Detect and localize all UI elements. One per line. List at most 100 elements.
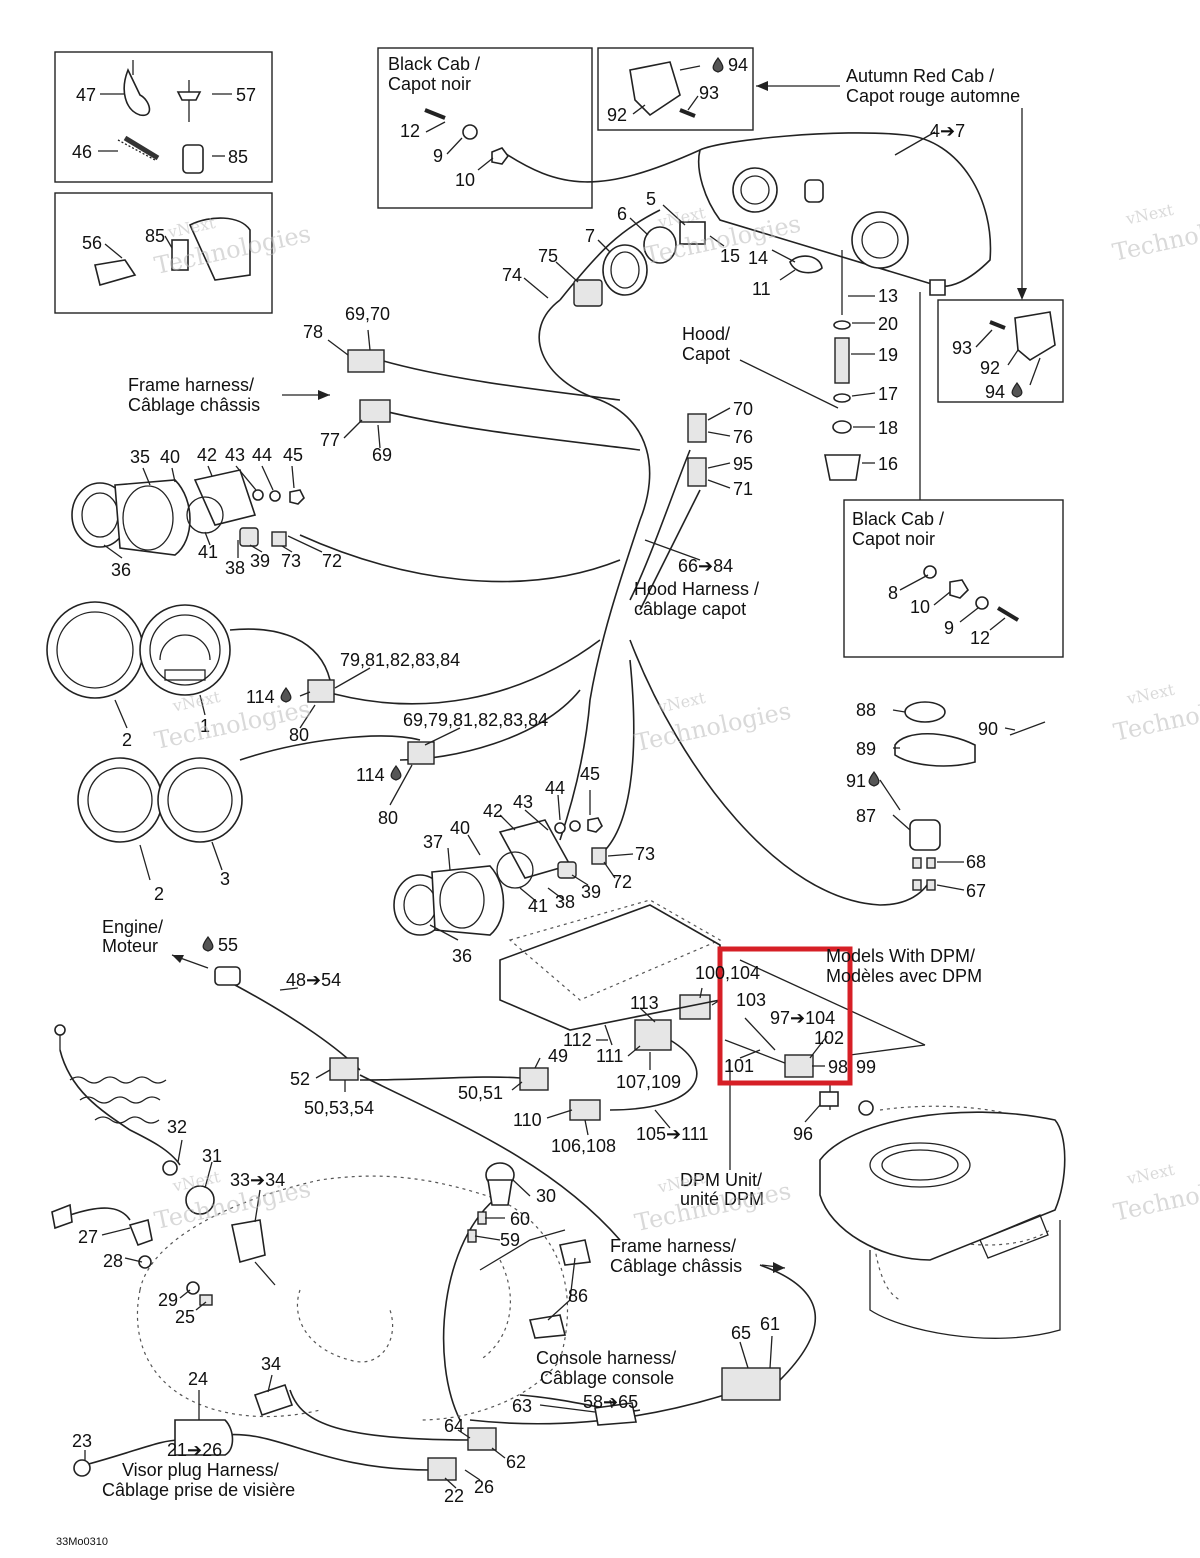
caption-dpm-unit-1: DPM Unit/ xyxy=(680,1170,762,1190)
callout-93: 93 xyxy=(699,83,719,103)
caption-frame-harness-top-2: Câblage châssis xyxy=(128,395,260,415)
connector-22 xyxy=(427,1457,457,1481)
callout-113: 113 xyxy=(630,993,659,1013)
callout-12: 12 xyxy=(400,121,420,141)
callout-67: 67 xyxy=(966,881,986,901)
connector-62 xyxy=(467,1427,497,1451)
callout-103: 103 xyxy=(736,990,766,1010)
caption-models-dpm-1: Models With DPM/ xyxy=(826,946,975,966)
bulb-5 xyxy=(679,221,706,245)
washer-9 xyxy=(462,124,478,140)
caption-hood-harness-1: Hood Harness / xyxy=(634,579,759,599)
callout-80: 80 xyxy=(289,725,309,745)
callout-45b: 45 xyxy=(580,764,600,784)
watermark-line1: vNext xyxy=(655,688,707,717)
captions: Black Cab / Capot noir Autumn Red Cab / … xyxy=(56,54,1020,1548)
callout-21to26: 21➔26 xyxy=(167,1440,222,1460)
callout-64: 64 xyxy=(444,1416,464,1436)
callout-73: 73 xyxy=(281,551,301,571)
callouts: 47 57 46 85 56 85 12 9 10 92 93 94 4➔7 5… xyxy=(72,55,1005,1506)
connector-80a xyxy=(307,679,335,703)
callout-36: 36 xyxy=(111,560,131,580)
callout-26: 26 xyxy=(474,1477,494,1497)
callout-10: 10 xyxy=(455,170,475,190)
callout-66to84: 66➔84 xyxy=(678,556,733,576)
caption-console-harness-2: Câblage console xyxy=(540,1368,674,1388)
drop-marks xyxy=(202,56,1023,952)
tachometer-3 xyxy=(157,757,243,843)
callout-107-109: 107,109 xyxy=(616,1072,681,1092)
bracket-housing xyxy=(188,217,251,281)
sensor-87 xyxy=(909,819,941,851)
caption-engine-2: Moteur xyxy=(102,936,158,956)
callout-47: 47 xyxy=(76,85,96,105)
callout-49: 49 xyxy=(548,1046,568,1066)
callout-77: 77 xyxy=(320,430,340,450)
caption-autumn-red-2: Capot rouge automne xyxy=(846,86,1020,106)
callout-14: 14 xyxy=(748,248,768,268)
caption-visor-plug-2: Câblage prise de visière xyxy=(102,1480,295,1500)
callout-80b: 80 xyxy=(378,808,398,828)
callout-114b: 114 xyxy=(356,765,385,785)
callout-41: 41 xyxy=(198,542,218,562)
bracket-42 xyxy=(193,469,257,526)
bezel-2b xyxy=(77,757,163,843)
callout-40b: 40 xyxy=(450,818,470,838)
callout-58to65: 58➔65 xyxy=(583,1392,638,1412)
caption-dpm-unit-2: unité DPM xyxy=(680,1189,764,1209)
bezel-2 xyxy=(46,601,144,699)
callout-9b: 9 xyxy=(944,618,954,638)
nut-31 xyxy=(185,1185,215,1215)
fuel-tank xyxy=(819,1111,1066,1261)
gauge-37 xyxy=(431,865,505,936)
callout-37: 37 xyxy=(423,832,443,852)
screw-57 xyxy=(176,91,202,101)
callout-17: 17 xyxy=(878,384,898,404)
callout-70: 70 xyxy=(733,399,753,419)
callout-33to34: 33➔34 xyxy=(230,1170,285,1190)
ring-23 xyxy=(73,1459,91,1477)
callout-79-group: 79,81,82,83,84 xyxy=(340,650,460,670)
callout-29: 29 xyxy=(158,1290,178,1310)
headlight-lens-left xyxy=(732,167,778,213)
callout-92: 92 xyxy=(607,105,627,125)
callout-85b: 85 xyxy=(145,226,165,246)
caption-frame-harness-bottom-2: Câblage châssis xyxy=(610,1256,742,1276)
spring-19 xyxy=(834,337,850,384)
module-107 xyxy=(634,1019,672,1051)
connector-77 xyxy=(359,399,391,423)
callout-18: 18 xyxy=(878,418,898,438)
watermark-line1: vNext xyxy=(1124,680,1176,709)
callout-85: 85 xyxy=(228,147,248,167)
callout-4to7: 4➔7 xyxy=(930,121,965,141)
callout-98: 98 xyxy=(828,1057,848,1077)
callout-52: 52 xyxy=(290,1069,310,1089)
callout-40: 40 xyxy=(160,447,180,467)
watermark-line1: vNext xyxy=(1124,1160,1176,1189)
callout-41b: 41 xyxy=(528,896,548,916)
watermark-line1: vNext xyxy=(1123,200,1175,229)
callout-12b: 12 xyxy=(970,628,990,648)
callout-38: 38 xyxy=(225,558,245,578)
callout-69: 69 xyxy=(372,445,392,465)
callout-55: 55 xyxy=(218,935,238,955)
callout-28: 28 xyxy=(103,1251,123,1271)
callout-65: 65 xyxy=(731,1323,751,1343)
caption-black-cab-right-2: Capot noir xyxy=(852,529,935,549)
callout-20: 20 xyxy=(878,314,898,334)
ring-6 xyxy=(643,226,677,264)
caption-models-dpm-2: Modèles avec DPM xyxy=(826,966,982,986)
bracket-56 xyxy=(94,259,137,286)
clip-14 xyxy=(789,255,823,274)
leader-lines xyxy=(84,65,1041,1489)
callout-86: 86 xyxy=(568,1286,588,1306)
caption-black-cab-top-2: Capot noir xyxy=(388,74,471,94)
callout-90: 90 xyxy=(978,719,998,739)
callout-34: 34 xyxy=(261,1354,281,1374)
callout-111: 111 xyxy=(596,1046,623,1066)
caption-black-cab-top-1: Black Cab / xyxy=(388,54,480,74)
black-cab-right-box xyxy=(843,499,1064,658)
callout-94: 94 xyxy=(728,55,748,75)
callout-112: 112 xyxy=(563,1030,592,1050)
callout-100-104: 100,104 xyxy=(695,963,760,983)
